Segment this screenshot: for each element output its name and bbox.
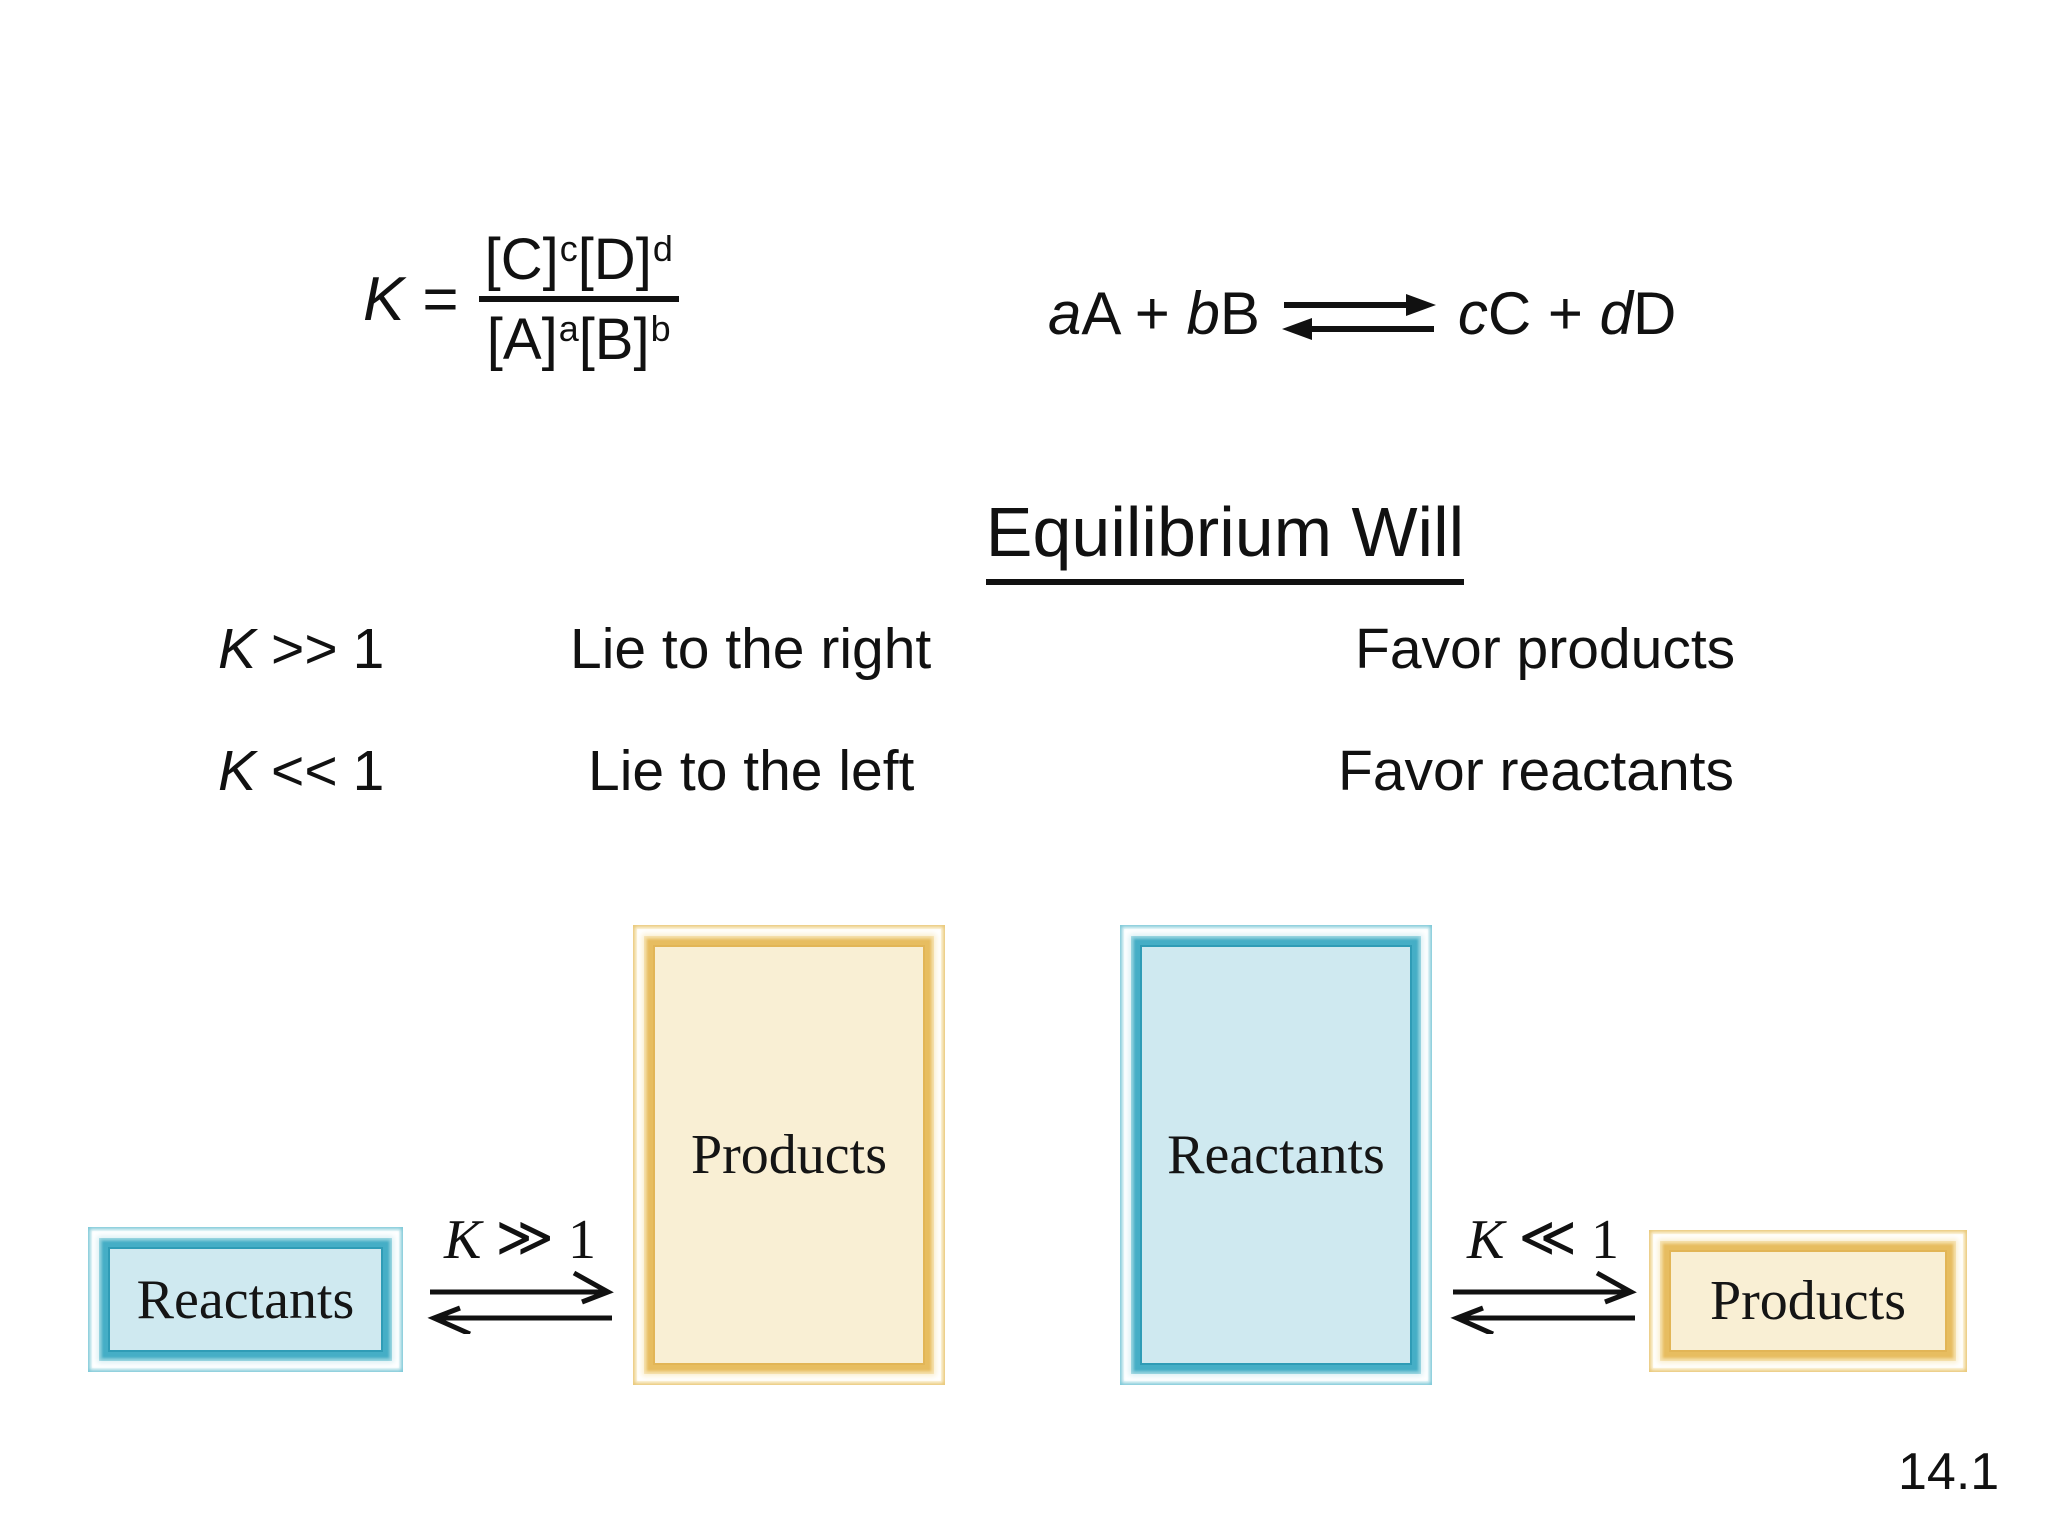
much-less-than-symbol: ≪ [1518, 1207, 1577, 1269]
formula-equals-sign: = [422, 265, 459, 335]
large-products-box: Products [633, 925, 945, 1385]
numerator-d-term: [D] [577, 227, 652, 292]
small-reactants-box: Reactants [88, 1227, 403, 1372]
species-d: D [1633, 279, 1677, 347]
equilibrium-double-arrow-icon [1281, 294, 1436, 340]
species-b: B [1219, 279, 1260, 347]
small-products-box: Products [1649, 1230, 1967, 1372]
coeff-c: c [1457, 279, 1488, 347]
condition-2-expression: K<<1 [218, 738, 384, 804]
large-reactants-box-label: Reactants [1167, 1124, 1385, 1186]
coeff-a: a [1048, 279, 1082, 347]
condition-2-favors: Favor reactants [1338, 739, 1734, 803]
condition-1-value: 1 [352, 617, 385, 681]
fraction-bar [478, 295, 679, 302]
formula-denominator: [A]a[B]b [481, 306, 677, 372]
condition-1-favors: Favor products [1355, 617, 1736, 681]
condition-2-value: 1 [352, 739, 385, 803]
k-much-less-arrow-group: K≪1 [1443, 1207, 1643, 1334]
condition-2-k: K [218, 739, 257, 803]
condition-1-expression: K>>1 [218, 616, 384, 682]
condition-2-operator: << [271, 739, 338, 803]
equilibrium-double-arrow-icon [427, 1270, 614, 1334]
much-greater-than-symbol: ≫ [495, 1207, 554, 1269]
equilibrium-constant-formula: K = [C]c[D]d [A]a[B]b [363, 228, 679, 372]
reaction-equation: aA + bB cC + dD [1048, 276, 1676, 350]
page-title-text: Equilibrium Will [985, 492, 1465, 585]
label-k-right: K [1467, 1209, 1505, 1271]
coeff-d: d [1599, 279, 1633, 347]
label-k-left: K [444, 1209, 482, 1271]
label-one-left: 1 [567, 1209, 596, 1271]
equation-reactants: aA + bB [1048, 279, 1260, 348]
formula-fraction: [C]c[D]d [A]a[B]b [478, 228, 679, 372]
small-reactants-box-label: Reactants [136, 1268, 355, 1331]
section-number: 14.1 [1898, 1443, 2000, 1501]
formula-k-symbol: K [363, 265, 405, 335]
numerator-c-term: [C] [484, 227, 559, 292]
k-much-greater-arrow-group: K≫1 [420, 1207, 620, 1334]
numerator-d-exponent: d [652, 228, 673, 270]
condition-1-position: Lie to the right [570, 617, 932, 681]
label-one-right: 1 [1590, 1209, 1619, 1271]
coeff-b: b [1186, 279, 1220, 347]
condition-1-k: K [218, 617, 257, 681]
page-title: Equilibrium Will [935, 492, 1515, 585]
plus-right: + [1547, 279, 1583, 347]
species-c: C [1487, 279, 1532, 347]
formula-lhs: K = [363, 264, 459, 335]
equilibrium-double-arrow-icon [1450, 1270, 1637, 1334]
denominator-a-exponent: a [558, 307, 579, 349]
small-products-box-label: Products [1710, 1270, 1906, 1332]
k-much-greater-label: K≫1 [444, 1207, 596, 1271]
denominator-b-term: [B] [578, 306, 650, 372]
condition-1-operator: >> [271, 617, 338, 681]
numerator-c-exponent: c [559, 228, 578, 270]
large-reactants-box: Reactants [1120, 925, 1432, 1385]
denominator-a-term: [A] [486, 306, 558, 372]
denominator-b-exponent: b [650, 307, 671, 349]
species-a: A [1081, 279, 1119, 347]
large-products-box-label: Products [691, 1124, 887, 1186]
condition-2-position: Lie to the left [588, 739, 915, 803]
formula-numerator: [C]c[D]d [479, 228, 679, 292]
k-much-less-label: K≪1 [1467, 1207, 1619, 1271]
plus-left: + [1134, 279, 1170, 347]
equation-products: cC + dD [1458, 279, 1676, 348]
